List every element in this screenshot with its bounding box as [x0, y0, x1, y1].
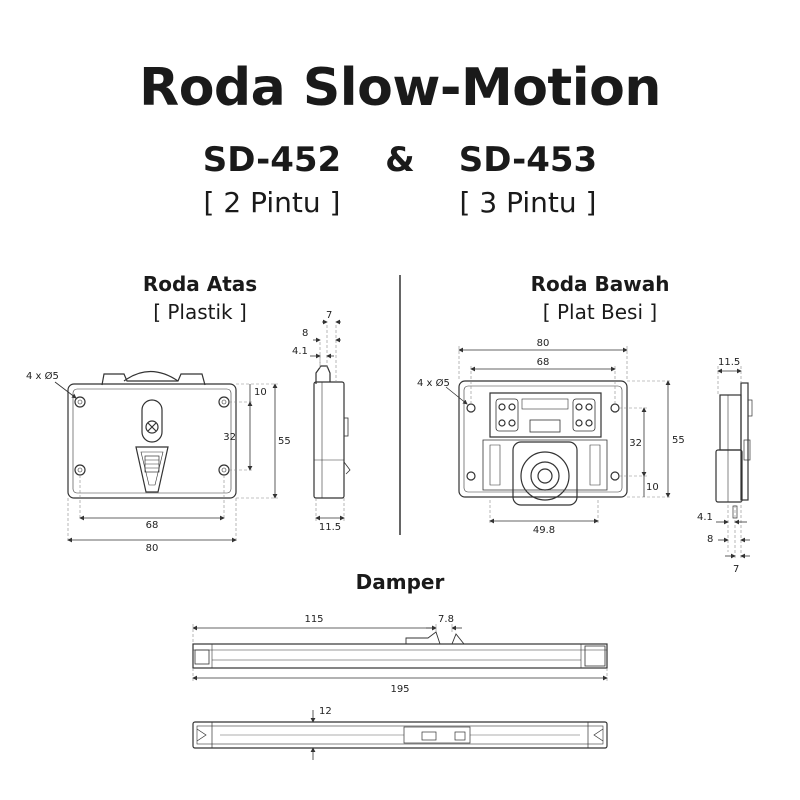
- damper-dim-115: 115: [304, 614, 323, 625]
- upper-side-dim-11-5: 11.5: [319, 522, 341, 533]
- upper-wheel-side-view: [313, 365, 351, 499]
- lower-wheel-front-view: [458, 380, 628, 506]
- lower-wheel-side-view: [715, 382, 753, 519]
- lower-wheel-extension-lines: [458, 346, 672, 525]
- lower-dim-80: 80: [537, 338, 550, 349]
- damper-extension-lines: [192, 624, 608, 682]
- damper-dim-195: 195: [390, 684, 409, 695]
- lower-wheel-title: Roda Bawah: [530, 272, 670, 296]
- lower-side-dim-7: 7: [733, 564, 739, 575]
- upper-side-extension-lines: [315, 325, 345, 522]
- damper-title: Damper: [355, 570, 445, 594]
- upper-dim-80: 80: [146, 543, 159, 554]
- ampersand: &: [385, 140, 415, 180]
- lower-wheel-dimension-lines: [445, 347, 671, 524]
- door-count-3: [ 3 Pintu ]: [459, 186, 597, 219]
- upper-dim-10: 10: [254, 387, 267, 398]
- damper-side-view: [192, 631, 608, 669]
- upper-side-dim-8: 8: [302, 328, 308, 339]
- lower-side-dim-4-1: 4.1: [697, 512, 713, 523]
- lower-wheel-material: [ Plat Besi ]: [542, 300, 658, 324]
- damper-dimension-lines: [192, 625, 608, 681]
- upper-side-dim-7: 7: [326, 310, 332, 321]
- lower-dim-49-8: 49.8: [533, 525, 555, 536]
- upper-dim-32: 32: [223, 432, 236, 443]
- upper-holes-label: 4 x Ø5: [26, 370, 59, 382]
- lower-holes-label: 4 x Ø5: [417, 377, 450, 389]
- lower-side-dim-8: 8: [707, 534, 713, 545]
- door-count-2: [ 2 Pintu ]: [203, 186, 341, 219]
- lower-side-dim-11-5: 11.5: [718, 357, 740, 368]
- upper-wheel-front-view: [67, 370, 237, 499]
- lower-dim-10: 10: [646, 482, 659, 493]
- upper-wheel-material: [ Plastik ]: [153, 300, 247, 324]
- lower-dim-68: 68: [537, 357, 550, 368]
- upper-side-dim-4-1: 4.1: [292, 346, 308, 357]
- damper-dim-7-8: 7.8: [438, 614, 454, 625]
- lower-side-dimension-lines: [716, 368, 750, 559]
- upper-side-dimension-lines: [310, 319, 345, 521]
- upper-dim-68: 68: [146, 520, 159, 531]
- upper-wheel-dimension-lines: [54, 381, 278, 543]
- damper-dim-12: 12: [319, 706, 332, 717]
- lower-dim-55: 55: [672, 435, 685, 446]
- lower-dim-32: 32: [629, 438, 642, 449]
- damper-top-view: [192, 721, 608, 749]
- page-title: Roda Slow-Motion: [139, 58, 661, 118]
- upper-dim-55: 55: [278, 436, 291, 447]
- model-sd452: SD-452: [202, 140, 342, 180]
- model-sd453: SD-453: [458, 140, 598, 180]
- upper-wheel-title: Roda Atas: [142, 272, 258, 296]
